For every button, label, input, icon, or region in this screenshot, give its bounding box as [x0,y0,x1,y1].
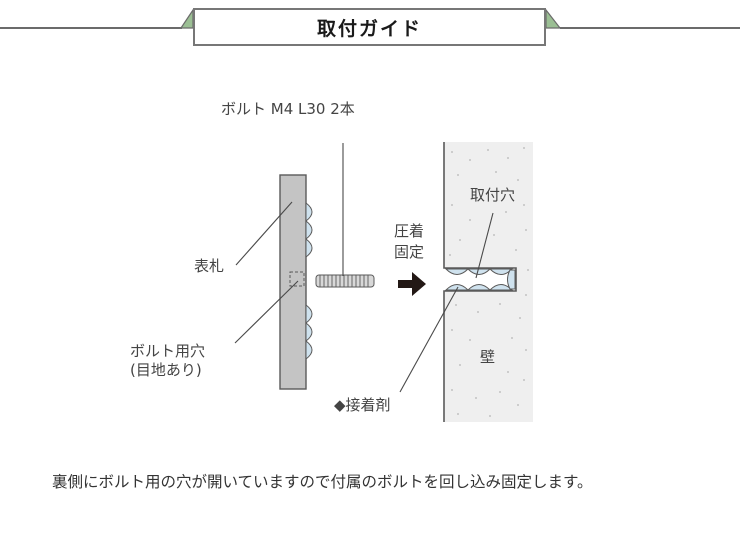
mounting-hole-label: 取付穴 [470,186,516,204]
bolt-hole-label-1: ボルト用穴 [130,342,206,360]
front-plate-label: 表札 [194,257,225,275]
press-arrow-icon [398,272,426,296]
wall-label: 壁 [480,348,496,366]
adhesive-label: ◆接着剤 [334,396,391,414]
wall [442,142,533,422]
header-corner-right-icon [545,8,562,29]
header-rule-left [0,27,182,29]
title-banner: 取付ガイド [193,8,546,46]
header-corner-decorations [179,8,562,29]
header-rule-right [560,27,740,29]
front-plate [279,174,307,390]
bolt [315,274,375,288]
press-fix-label-1: 圧着 [394,222,425,240]
plate-adhesive [305,201,313,361]
bolt-hole-label-2: (目地あり) [130,361,202,379]
instruction-caption: 裏側にボルト用の穴が開いていますので付属のボルトを回し込み固定します。 [52,473,593,491]
page-title: 取付ガイド [316,17,422,40]
wall-texture-dots [449,147,529,417]
bolt-hole-marker [289,271,305,287]
leader-lines [234,143,494,393]
press-fix-label-2: 固定 [394,243,425,261]
hole-adhesive [444,268,516,291]
bolt-spec-label: ボルト M4 L30 2本 [221,100,355,118]
